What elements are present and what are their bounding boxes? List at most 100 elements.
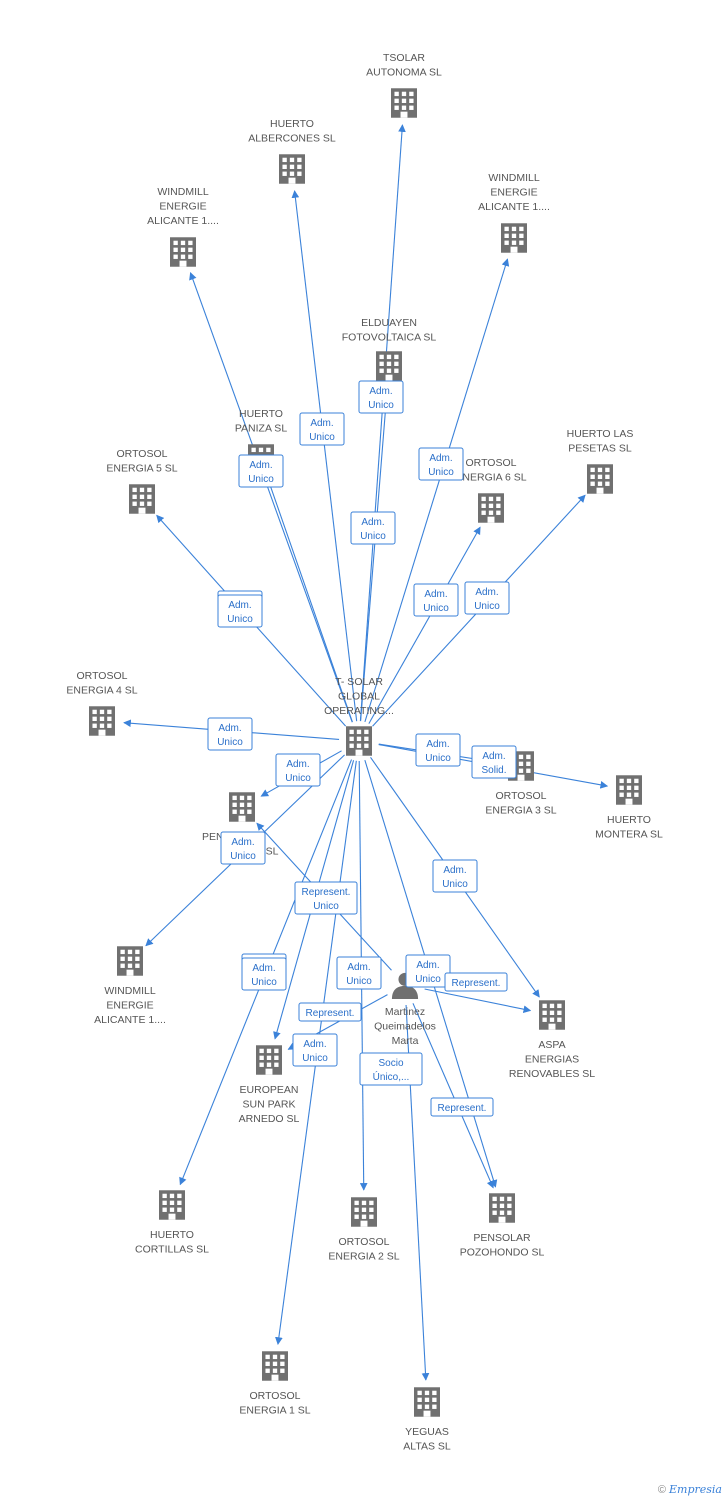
edge-label-box[interactable] [294, 881, 358, 915]
edge-label-box[interactable] [444, 972, 508, 992]
edge-label-text: Unico [313, 901, 339, 912]
edge-label-box[interactable] [336, 956, 382, 990]
edge-label-box[interactable] [207, 717, 253, 751]
edge-label-center-montera[interactable]: Adm.Solid. [471, 745, 517, 779]
edge-label-center-albercones[interactable]: Adm.Unico [299, 412, 345, 446]
edge-label-box[interactable] [220, 831, 266, 865]
building-icon[interactable] [159, 1190, 185, 1220]
building-icon[interactable] [229, 792, 255, 822]
edge-label-center-ortosol2[interactable]: Adm.Unico [336, 956, 382, 990]
building-icon[interactable] [351, 1197, 377, 1227]
building-icon[interactable] [616, 775, 642, 805]
building-icon[interactable] [129, 484, 155, 514]
building-icon[interactable] [256, 1045, 282, 1075]
edge-label-text: Unico [251, 977, 277, 988]
building-icon[interactable] [414, 1387, 440, 1417]
edge-label-martinez-pentasol[interactable]: Represent.Unico [294, 881, 358, 915]
node-label-line: HUERTO [270, 118, 314, 130]
edge-label-box[interactable] [415, 733, 461, 767]
building-icon[interactable] [489, 1193, 515, 1223]
edge-label-center-windmill_b[interactable]: Adm.Unico [418, 447, 464, 481]
edge-label-text: Solid. [481, 765, 506, 776]
node-label-line: SUN PARK [243, 1099, 296, 1111]
edge-label-box[interactable] [292, 1033, 338, 1067]
edge-label-center-aspa[interactable]: Adm.Unico [432, 859, 478, 893]
edge-label-martinez-aspa[interactable]: Represent. [444, 972, 508, 992]
node-label-line: ENERGIA 5 SL [106, 463, 177, 475]
edge-label-box[interactable] [275, 753, 321, 787]
building-icon[interactable] [501, 223, 527, 253]
building-icon[interactable] [262, 1351, 288, 1381]
edge-label-center-paniza[interactable]: Adm.Unico [238, 454, 284, 488]
node-label-line: WINDMILL [104, 985, 155, 997]
building-icon[interactable] [346, 726, 372, 756]
edge-label-text: Unico [368, 400, 394, 411]
edge-label-center-ortosol5[interactable]: Adm.Unico [217, 594, 263, 628]
edge-label-box[interactable] [430, 1097, 494, 1117]
edge-label-center-windmill_c[interactable]: Adm.Unico [220, 831, 266, 865]
edge-label-center-ortosol6[interactable]: Adm.Unico [413, 583, 459, 617]
edge-label-box[interactable] [405, 954, 451, 988]
building-icon[interactable] [478, 493, 504, 523]
edge-label-center-ortosol1[interactable]: Adm.Unico [292, 1033, 338, 1067]
edge-label-center-ortosol4[interactable]: Adm.Unico [207, 717, 253, 751]
edge-label-box[interactable] [358, 380, 404, 414]
building-icon[interactable] [539, 1000, 565, 1030]
edge-label-center-tsolar_aut[interactable]: Adm.Unico [358, 380, 404, 414]
building-icon[interactable] [279, 154, 305, 184]
footer-brand[interactable]: © Empresia [658, 1483, 722, 1496]
edge-label-center-pozohondo[interactable]: Adm.Unico [405, 954, 451, 988]
edge-label-box[interactable] [413, 583, 459, 617]
edge-label-center-elduayen[interactable]: Adm.Unico [350, 511, 396, 545]
edge-label-box[interactable] [418, 447, 464, 481]
edge-label-box[interactable] [471, 745, 517, 779]
building-icon[interactable] [117, 946, 143, 976]
edge-label-martinez-yeguas[interactable]: SocioÚnico,... [359, 1052, 423, 1086]
edge-label-center-pesetas[interactable]: Adm.Unico [464, 581, 510, 615]
edge-label-box[interactable] [241, 957, 287, 991]
edge-label-box[interactable] [298, 1002, 362, 1022]
edge-label-text: Adm. [228, 600, 251, 611]
edge-label-box[interactable] [217, 594, 263, 628]
edge-label-martinez-pozohondo[interactable]: Represent. [430, 1097, 494, 1117]
edge-label-text: Unico [423, 603, 449, 614]
building-icon[interactable] [587, 464, 613, 494]
building-icon[interactable] [89, 706, 115, 736]
edge-label-box[interactable] [464, 581, 510, 615]
node-label-line: ORTOSOL [250, 1390, 301, 1402]
edge-label-martinez-european[interactable]: Represent. [298, 1002, 362, 1022]
edge-label-box[interactable] [359, 1052, 423, 1086]
node-center[interactable]: T- SOLARGLOBALOPERATING... [324, 676, 394, 756]
edge-label-center-cortillas[interactable]: Adm.Unico [241, 957, 287, 991]
edge-label-box[interactable] [238, 454, 284, 488]
building-icon[interactable] [170, 237, 196, 267]
edge-label-center-pentasol[interactable]: Adm.Unico [275, 753, 321, 787]
building-icon[interactable] [376, 351, 402, 381]
edge-label-box[interactable] [432, 859, 478, 893]
edge-label-box[interactable] [350, 511, 396, 545]
building-icon[interactable] [391, 88, 417, 118]
edge-label-box[interactable] [299, 412, 345, 446]
edge-label-center-ortosol3[interactable]: Adm.Unico [415, 733, 461, 767]
